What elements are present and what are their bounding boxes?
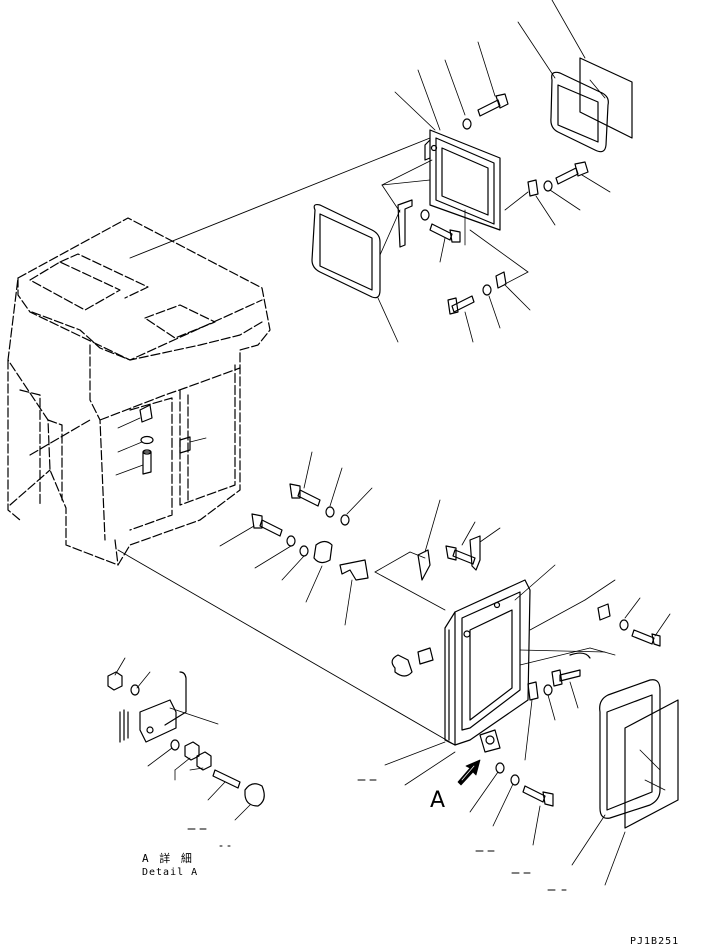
lower-bottom-bolt — [495, 762, 554, 807]
upper-bolt-4 — [447, 271, 507, 315]
mid-leaders — [219, 451, 501, 626]
view-marker-label: A — [430, 788, 446, 813]
upper-weatherstrip — [311, 203, 381, 299]
mid-hinge-bracket — [339, 559, 369, 581]
cab-leader-top — [129, 137, 431, 259]
upper-window-frame — [424, 129, 501, 231]
detail-a-title-en: Detail A — [142, 867, 199, 878]
cab-body — [7, 217, 271, 566]
detail-a-title-jp: A 詳 細 — [142, 852, 194, 865]
reference-dashes — [187, 779, 567, 891]
lower-glass-seal — [599, 679, 661, 819]
upper-glass-seal — [550, 71, 609, 153]
lower-leaders — [384, 564, 671, 886]
mid-latch — [417, 535, 481, 581]
lower-right-bolts — [527, 603, 661, 701]
view-direction-arrow-icon — [457, 759, 481, 786]
drawing-code: PJ1B251 — [630, 936, 680, 947]
cab-leader-bottom — [117, 549, 456, 746]
mid-cover-plate — [313, 540, 333, 564]
upper-bracket-left — [397, 199, 430, 248]
upper-leaders — [377, 0, 611, 343]
lower-door-frame — [444, 579, 531, 753]
upper-bolt-3 — [429, 223, 461, 243]
mid-bolt-1 — [289, 483, 350, 526]
mid-bolt-2 — [251, 513, 309, 557]
cab-latch-parts — [115, 404, 207, 476]
lower-glass-pane — [624, 699, 679, 829]
upper-bolt-1 — [462, 93, 509, 130]
detail-a-parts — [107, 671, 265, 807]
upper-bolt-2 — [527, 161, 589, 197]
detail-a-leaders — [114, 657, 251, 821]
lower-handle-knob — [391, 647, 434, 677]
